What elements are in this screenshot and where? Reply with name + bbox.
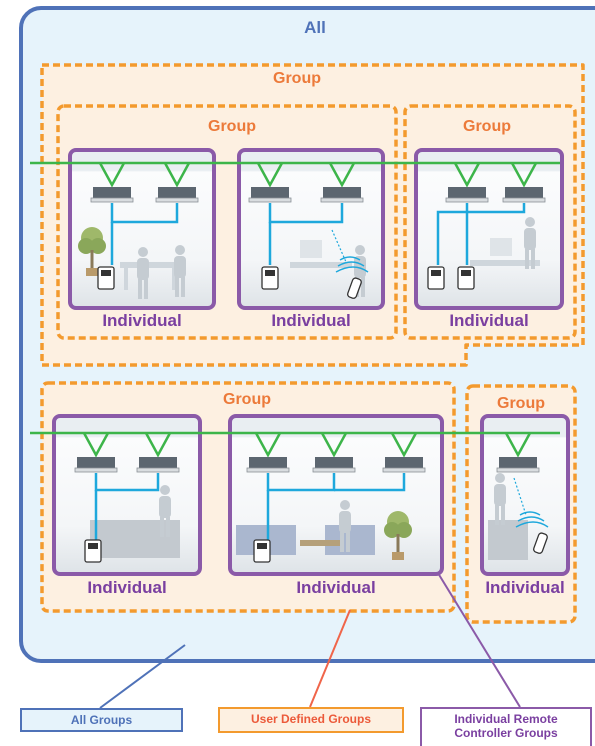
legend-individual-remote-line2: Controller Groups — [454, 726, 558, 740]
individual-label: Individual — [271, 311, 351, 330]
legend-all-groups-label: All Groups — [70, 713, 133, 727]
wired-controller-icon — [97, 266, 115, 290]
group-label: Group — [223, 391, 271, 408]
leader-user — [309, 609, 351, 708]
wired-controller-icon — [84, 539, 102, 563]
control-wiring — [94, 203, 526, 540]
legend-user-defined-groups: User Defined Groups — [218, 707, 404, 733]
legend-individual-remote-groups: Individual Remote Controller Groups — [420, 707, 592, 746]
person-icon — [137, 247, 149, 299]
group-label: Group — [273, 70, 321, 87]
wired-controller-icon — [261, 266, 279, 290]
group-label: Group — [463, 118, 511, 135]
individual-label: Individual — [485, 578, 565, 597]
wired-controller-icon — [457, 266, 475, 290]
leader-individual — [429, 559, 521, 708]
leader-all — [99, 644, 186, 709]
plant-icon — [384, 511, 412, 560]
legend-individual-remote-line1: Individual Remote — [454, 712, 558, 726]
individual-label: Individual — [102, 311, 182, 330]
legend-all-groups: All Groups — [20, 708, 183, 732]
all-label: All — [304, 18, 326, 37]
refrigerant-pipe-top — [30, 161, 560, 188]
individual-label: Individual — [296, 578, 376, 597]
wired-controller-icon — [427, 266, 445, 290]
group-label: Group — [497, 395, 545, 412]
refrigerant-pipe-bottom — [30, 431, 560, 458]
individual-label: Individual — [449, 311, 529, 330]
legend-user-defined-groups-label: User Defined Groups — [250, 712, 372, 726]
individual-label: Individual — [87, 578, 167, 597]
wireless-remote-icon — [513, 477, 549, 554]
wireless-remote-icon — [331, 229, 369, 299]
wired-controller-icon — [253, 539, 271, 563]
person-icon — [174, 245, 186, 297]
group-label: Group — [208, 118, 256, 135]
room-furniture — [90, 238, 540, 560]
person-icon — [494, 473, 506, 525]
